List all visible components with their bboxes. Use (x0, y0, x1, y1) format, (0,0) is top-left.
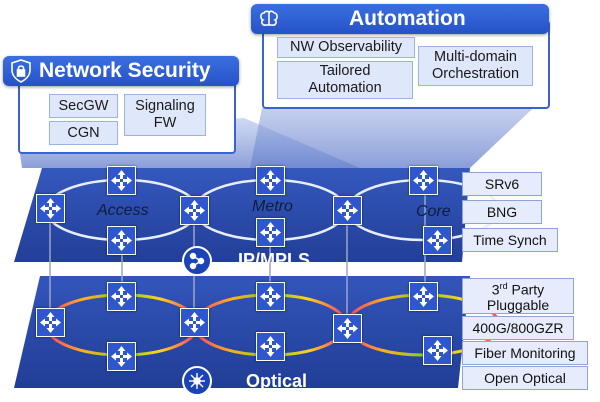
service-srv6: SRv6 (462, 172, 542, 196)
router-icon (107, 342, 136, 371)
security-signaling-fw: Signaling FW (124, 94, 206, 136)
router-icon (423, 226, 452, 255)
service-open-optical: Open Optical (462, 366, 588, 390)
service-fiber-monitoring: Fiber Monitoring (462, 341, 588, 365)
router-icon (333, 314, 362, 343)
automation-nw-observability: NW Observability (277, 37, 415, 58)
optical-hub-icon (182, 366, 212, 396)
router-icon (180, 308, 209, 337)
automation-title: Automation (349, 7, 466, 30)
service-3rd-party-pluggable: 3rd Party Pluggable (462, 278, 574, 314)
ip-mpls-label: IP/MPLS (238, 250, 311, 270)
service-bng: BNG (462, 200, 542, 224)
router-icon (409, 166, 438, 195)
brain-icon (257, 7, 281, 31)
router-icon (333, 196, 362, 225)
automation-header: Automation (251, 4, 549, 34)
router-icon (36, 308, 65, 337)
ring-label-metro: Metro (252, 198, 293, 215)
router-icon (180, 196, 209, 225)
router-icon (36, 194, 65, 223)
router-icon (423, 336, 452, 365)
automation-projection (250, 94, 548, 168)
router-icon (107, 226, 136, 255)
router-icon (409, 282, 438, 311)
optical-label: Optical (246, 371, 308, 391)
pluggable-pre: 3 (491, 281, 500, 298)
network-graph-icon (182, 246, 212, 276)
router-icon (107, 166, 136, 195)
shield-lock-icon (9, 58, 33, 84)
security-cgn: CGN (49, 121, 118, 145)
security-secgw: SecGW (49, 94, 118, 118)
security-title: Network Security (39, 59, 211, 82)
router-icon (256, 166, 285, 195)
pluggable-line2: Pluggable (486, 296, 550, 313)
security-header: Network Security (3, 56, 239, 86)
pluggable-sup: rd (499, 281, 508, 292)
router-icon (256, 332, 285, 361)
router-icon (256, 282, 285, 311)
router-icon (107, 282, 136, 311)
ring-label-core: Core (416, 203, 451, 220)
service-400g-800gzr: 400G/800GZR (462, 316, 574, 340)
router-icon (256, 218, 285, 247)
ring-label-access: Access (97, 202, 149, 219)
automation-tailored: Tailored Automation (277, 61, 413, 99)
automation-multi-domain: Multi-domain Orchestration (418, 46, 533, 86)
service-time-synch: Time Synch (462, 228, 558, 252)
optical-layer-plane (14, 276, 470, 388)
pluggable-rest: Party (511, 281, 545, 298)
